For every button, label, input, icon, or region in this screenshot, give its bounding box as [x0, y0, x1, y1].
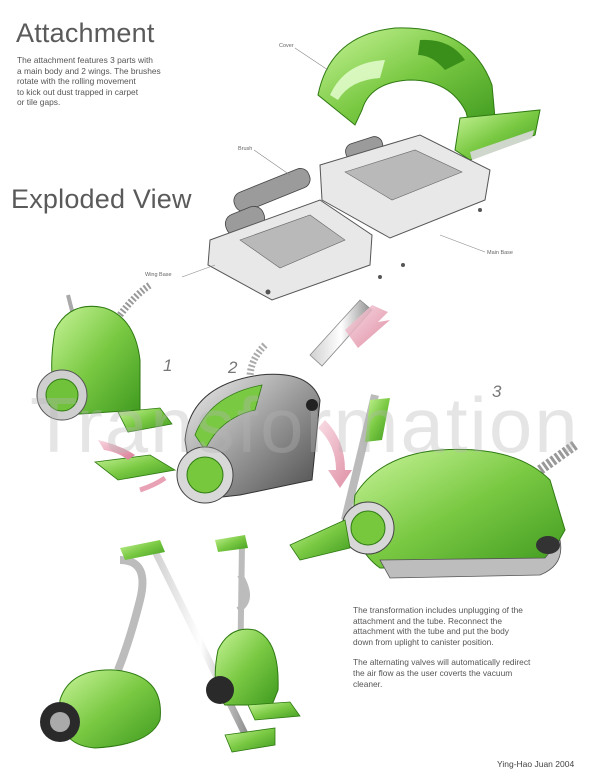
valves-line: The alternating valves will automaticall… [353, 657, 531, 668]
bottom-vacuum-pair [40, 535, 301, 753]
leader-lines [181, 47, 486, 278]
label-cover: Cover [279, 43, 294, 49]
attachment-title: Attachment [16, 18, 155, 48]
step-number-3: 3 [492, 382, 502, 401]
transformation-line: attachment with the tube and put the bod… [353, 626, 509, 637]
exploded-view-title: Exploded View [11, 184, 192, 214]
transformation-description: The transformation includes unplugging o… [353, 605, 593, 689]
base-parts [207, 134, 491, 301]
attachment-description: The attachment features 3 parts with a m… [17, 55, 222, 108]
attachment-line: or tile gaps. [17, 97, 61, 108]
pink-arrow [318, 420, 352, 488]
attachment-line: The attachment features 3 parts with [17, 55, 153, 65]
attachment-line: a main body and 2 wings. The brushes [17, 65, 161, 76]
tube-detach-illustration [309, 299, 390, 367]
step-number-1: 1 [163, 356, 173, 375]
attachment-line: rotate with the rolling movement [17, 76, 136, 87]
label-wing-base: Wing Base [145, 272, 172, 278]
transformation-watermark: Transformation [30, 381, 580, 469]
step-number-2: 2 [228, 358, 238, 377]
transformation-line: down from uplight to canister position. [353, 636, 494, 647]
transformation-line: attachment and the tube. Reconnect the [353, 615, 502, 626]
designer-signature: Ying-Hao Juan 2004 [497, 759, 575, 769]
valves-line: cleaner. [353, 678, 383, 689]
valves-line: the air flow as the user coverts the vac… [353, 667, 513, 678]
cover-part [317, 27, 541, 161]
label-main-base: Main Base [487, 250, 513, 256]
nozzle-detach-illustration [93, 440, 177, 493]
attachment-line: to kick out dust trapped in carpet [17, 86, 139, 97]
step3-vacuum [289, 394, 578, 579]
step2-vacuum [176, 342, 321, 504]
step1-vacuum [36, 282, 173, 433]
transformation-line: The transformation includes unplugging o… [353, 605, 523, 615]
label-brush: Brush [238, 146, 253, 152]
